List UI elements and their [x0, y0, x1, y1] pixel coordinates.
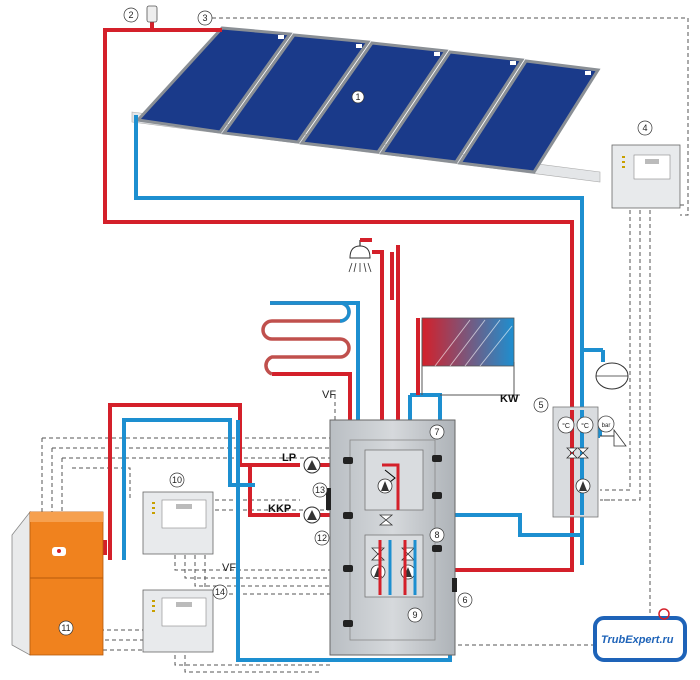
hot-supply-pipes	[103, 18, 574, 572]
collector-panel	[134, 26, 293, 134]
collector-panel	[299, 41, 449, 154]
pump-icon	[370, 564, 386, 580]
solar-pump-station	[552, 406, 615, 518]
label-bar: bar	[602, 423, 611, 429]
svg-text:10: 10	[172, 475, 182, 485]
heating-controller	[142, 491, 214, 555]
label-vf-bottom: VF	[222, 562, 236, 574]
label-vf-top: VF	[322, 389, 336, 401]
trubexpert-logo: TrubExpert.ru	[593, 608, 687, 662]
label-deg-c-2: °C	[581, 422, 589, 430]
svg-text:11: 11	[61, 623, 70, 633]
pump-icon	[303, 456, 321, 474]
svg-text:14: 14	[215, 587, 225, 597]
solar-collector-array	[131, 26, 601, 183]
valve-icon	[566, 447, 589, 459]
boiler-controller	[142, 589, 214, 653]
underfloor-heating-icon	[261, 301, 351, 376]
radiator-icon	[421, 317, 515, 395]
svg-text:TrubExpert.ru: TrubExpert.ru	[601, 634, 674, 646]
svg-text:9: 9	[412, 610, 417, 620]
callout-14: 14	[212, 584, 228, 600]
callout-11: 11	[58, 620, 74, 636]
svg-text:1: 1	[355, 92, 360, 102]
svg-text:2: 2	[128, 10, 133, 20]
expansion-vessel-icon	[595, 350, 629, 390]
control-wiring	[41, 17, 689, 673]
callout-7: 7	[429, 424, 445, 440]
pump-icon	[377, 478, 393, 494]
collector-panel	[379, 50, 525, 164]
callout-8: 8	[429, 527, 445, 543]
pump-icon	[400, 564, 416, 580]
solar-controller	[611, 144, 681, 209]
svg-text:7: 7	[434, 427, 439, 437]
callout-10: 10	[169, 472, 185, 488]
pump-icon	[303, 506, 321, 524]
svg-text:8: 8	[434, 530, 439, 540]
svg-text:4: 4	[642, 123, 647, 133]
boiler	[11, 510, 104, 656]
label-kkp: KKP	[268, 503, 291, 515]
collector-panel	[457, 59, 601, 174]
pump-icon	[575, 478, 591, 494]
svg-text:13: 13	[315, 485, 325, 495]
safety-valve-icon	[600, 428, 627, 447]
callout-1: 1	[351, 90, 365, 104]
air-vent-icon	[146, 5, 158, 23]
callout-13: 13	[312, 482, 328, 498]
callout-4: 4	[637, 120, 653, 136]
collector-panel	[221, 33, 371, 144]
callout-2: 2	[123, 7, 139, 23]
thermometer-icon	[576, 416, 594, 434]
heat-exchanger-pipes	[378, 540, 417, 595]
svg-text:6: 6	[462, 595, 467, 605]
callout-3: 3	[197, 10, 213, 26]
callout-12: 12	[314, 530, 330, 546]
label-deg-c-1: °C	[562, 422, 570, 430]
callout-6: 6	[457, 592, 473, 608]
thermometer-icon	[557, 416, 575, 434]
shower-icon	[348, 238, 372, 273]
svg-text:12: 12	[317, 533, 327, 543]
svg-text:3: 3	[202, 13, 207, 23]
pressure-gauge-icon	[597, 415, 615, 433]
svg-text:5: 5	[538, 400, 543, 410]
label-lp: LP	[282, 452, 296, 464]
label-kw: KW	[500, 393, 519, 405]
callout-9: 9	[407, 607, 423, 623]
callout-5: 5	[533, 397, 549, 413]
